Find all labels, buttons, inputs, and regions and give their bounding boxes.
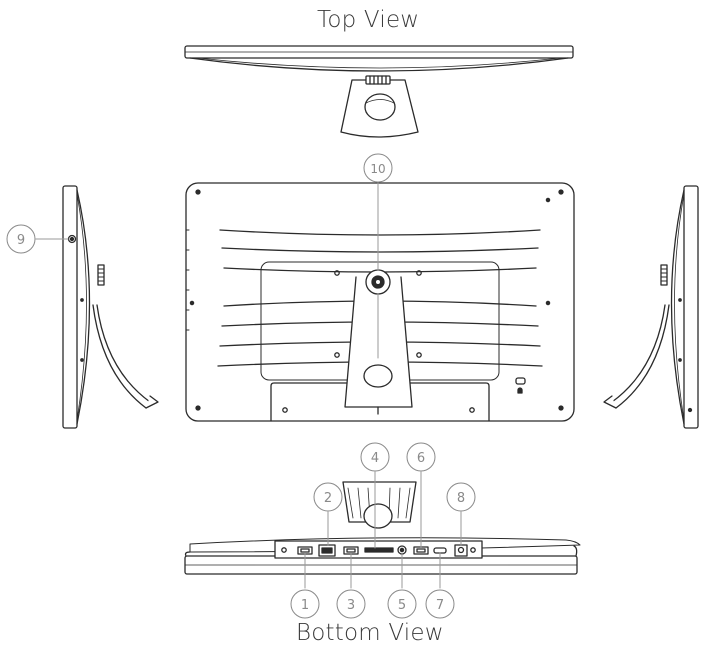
callout-5: 5: [387, 589, 417, 619]
callout-7: 7: [425, 589, 455, 619]
callout-10: 10: [363, 153, 393, 183]
callout-7-label: 7: [436, 598, 444, 613]
callout-5-label: 5: [398, 598, 406, 613]
top-view-title: Top View: [317, 7, 420, 33]
callout-6: 6: [406, 442, 436, 472]
callout-4: 4: [360, 442, 390, 472]
callout-3-label: 3: [347, 598, 355, 613]
callout-markers: 1 2 3 4 5 6 7 8: [6, 153, 476, 619]
callout-8-label: 8: [457, 491, 465, 506]
bottom-view-drawing: [184, 481, 581, 575]
left-side-view-drawing: [62, 185, 159, 429]
callout-1: 1: [290, 589, 320, 619]
rear-view-drawing: [185, 171, 575, 422]
callout-6-label: 6: [417, 451, 425, 466]
callout-1-label: 1: [301, 598, 309, 613]
callout-2-label: 2: [324, 491, 332, 506]
callout-8: 8: [446, 482, 476, 512]
bottom-view-title: Bottom View: [296, 620, 444, 646]
callout-10-label: 10: [370, 162, 385, 176]
callout-9: 9: [6, 224, 36, 254]
callout-9-label: 9: [17, 233, 25, 248]
callout-3: 3: [336, 589, 366, 619]
top-view-drawing: [184, 45, 574, 138]
callout-leaders: [35, 238, 462, 589]
callout-4-label: 4: [371, 451, 379, 466]
right-side-view-drawing: [603, 185, 699, 429]
callout-2: 2: [313, 482, 343, 512]
